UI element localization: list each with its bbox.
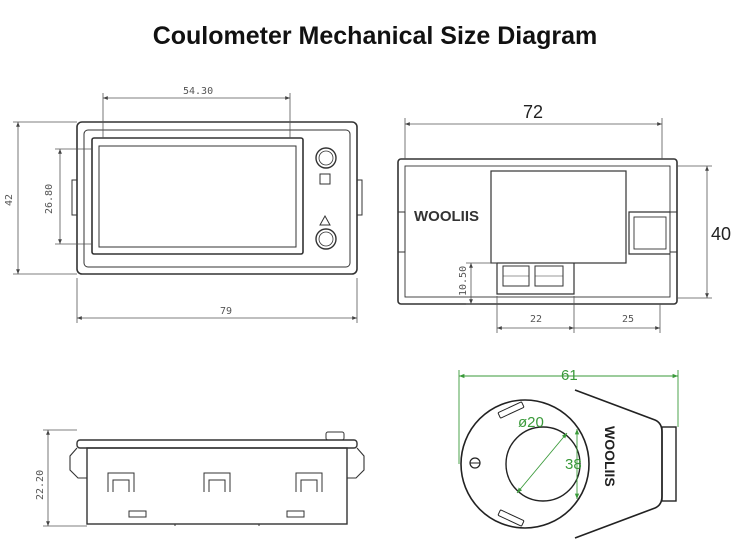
side-height-label: 22.20 <box>35 470 46 500</box>
shunt-width-label: 61 <box>561 367 578 384</box>
side-body <box>86 447 348 525</box>
shunt-height-label: 38 <box>565 456 582 473</box>
front-view <box>71 121 363 275</box>
side-dimensions <box>43 429 87 527</box>
front-bezel <box>76 121 358 275</box>
back-brand-label: WOOLIIS <box>414 208 479 225</box>
front-inner-frame <box>83 129 351 268</box>
back-dim-b-label: 25 <box>622 314 634 325</box>
lcd-inner <box>98 145 297 248</box>
side-clip-right <box>628 211 670 255</box>
back-body <box>397 158 678 305</box>
shunt-dimensions <box>458 370 679 499</box>
back-label-window <box>490 170 627 264</box>
shunt-hole-diameter-label: ø20 <box>518 414 544 431</box>
back-terminal-offset-label: 10.50 <box>458 266 469 296</box>
shunt-brand-label: WOOLIIS <box>602 426 618 487</box>
back-view <box>397 158 678 305</box>
front-body-height-label: 42 <box>4 194 15 206</box>
back-height-label: 40 <box>711 224 731 244</box>
terminal-block <box>496 263 575 295</box>
side-view <box>69 431 365 526</box>
front-body-width-label: 79 <box>220 306 232 317</box>
set-button-icon <box>315 147 337 169</box>
back-dimensions <box>404 118 712 333</box>
front-dimensions <box>13 93 358 323</box>
shunt-hole <box>505 426 581 502</box>
back-dim-a-label: 22 <box>530 314 542 325</box>
front-display-height-label: 26.80 <box>44 184 55 214</box>
square-symbol-icon <box>319 173 331 185</box>
up-button-icon <box>315 228 337 250</box>
front-display-width-label: 54.30 <box>183 86 213 97</box>
side-top-rim <box>76 439 358 449</box>
lcd-outer <box>91 137 304 255</box>
back-width-label: 72 <box>523 102 543 122</box>
page-title: Coulometer Mechanical Size Diagram <box>152 22 598 50</box>
triangle-symbol-icon <box>319 214 331 226</box>
